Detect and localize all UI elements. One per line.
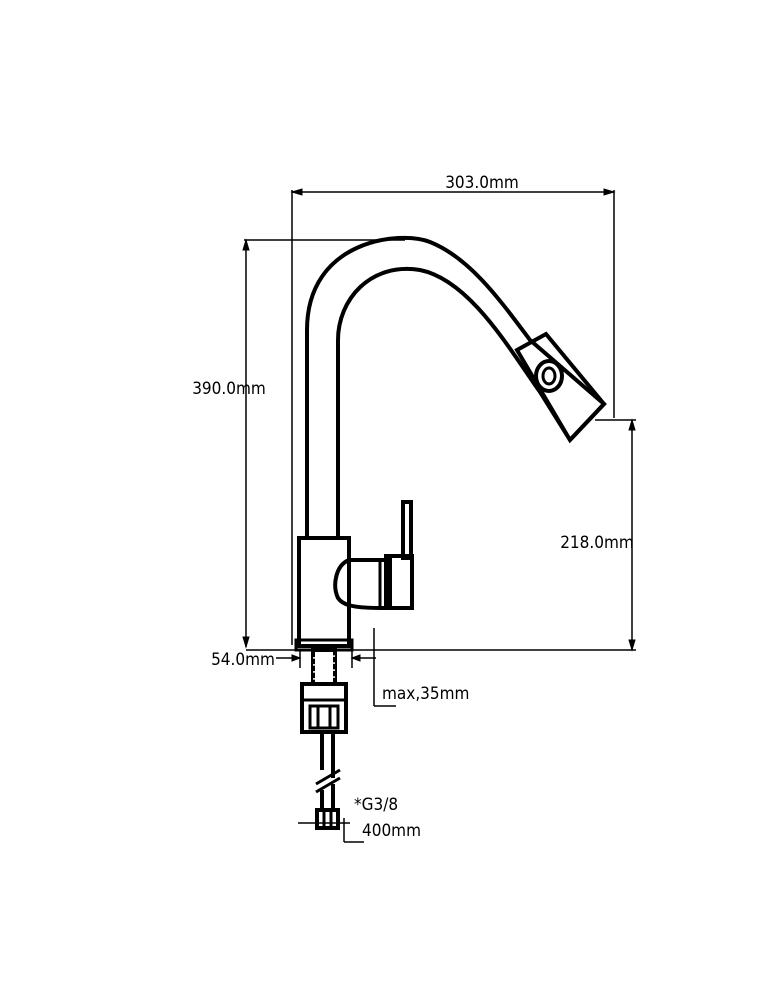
gooseneck-spout [305, 235, 607, 540]
height-label: 390.0mm [192, 379, 266, 399]
connector-label: *G3/8 [354, 795, 398, 815]
height-dimension: 390.0mm [192, 238, 405, 649]
width-label: 303.0mm [445, 173, 519, 193]
spout-height-label: 218.0mm [560, 533, 634, 553]
counter-thickness-dimension: max,35mm [373, 628, 469, 707]
spray-button-icon [534, 359, 564, 393]
handle [333, 500, 414, 610]
supply-hose [315, 732, 341, 830]
counter-thickness-label: max,35mm [382, 684, 469, 704]
width-dimension: 303.0mm [290, 173, 616, 645]
base-diameter-label: 54.0mm [211, 650, 275, 670]
spout-height-dimension: 218.0mm [560, 418, 636, 652]
hose-length-label: 400mm [362, 821, 421, 841]
base-diameter-dimension: 54.0mm [211, 650, 376, 670]
threaded-shank [311, 648, 337, 686]
mounting-nut [300, 682, 348, 734]
faucet-body [294, 536, 354, 652]
